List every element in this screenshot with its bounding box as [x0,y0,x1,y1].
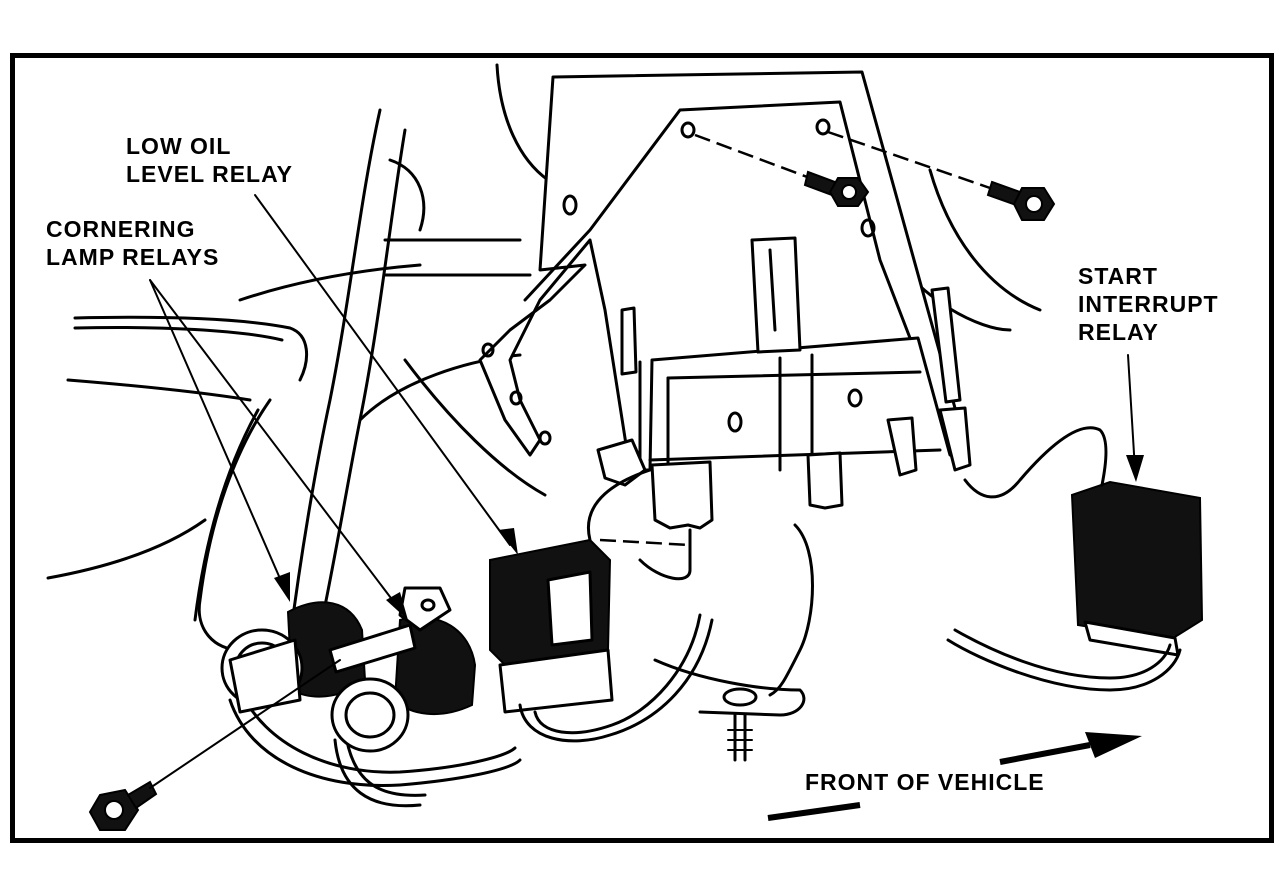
low-oil-level-relay-label: LOW OIL LEVEL RELAY [126,132,293,188]
label-line: LOW OIL [126,133,232,159]
arrow-start-interrupt-relay [1126,455,1144,482]
arrow-low-oil-relay [498,528,518,555]
front-direction-arrow [767,732,1142,821]
label-line: CORNERING [46,216,196,242]
low-oil-level-relay-illustration [489,468,714,743]
body-panel-lines [46,63,1042,762]
loose-screw [88,659,341,831]
label-line: START [1078,263,1158,289]
label-line: LAMP RELAYS [46,244,220,270]
front-of-vehicle-label: FRONT OF VEHICLE [805,769,1045,795]
label-line: LEVEL RELAY [126,161,293,187]
start-interrupt-relay-illustration [946,426,1204,692]
cornering-lamp-relays-label: CORNERING LAMP RELAYS [46,215,219,271]
start-interrupt-relay-label: START INTERRUPT RELAY [1078,262,1219,346]
leader-lines [149,194,1144,620]
arrow-cornering-relay-1 [274,572,290,602]
cornering-lamp-relays-illustration [220,586,522,808]
label-line: INTERRUPT [1078,291,1219,317]
arrow-cornering-relay-2 [386,592,408,620]
label-line: RELAY [1078,319,1159,345]
relay-mounting-bracket [478,70,972,530]
bracket-screws [694,130,1056,221]
